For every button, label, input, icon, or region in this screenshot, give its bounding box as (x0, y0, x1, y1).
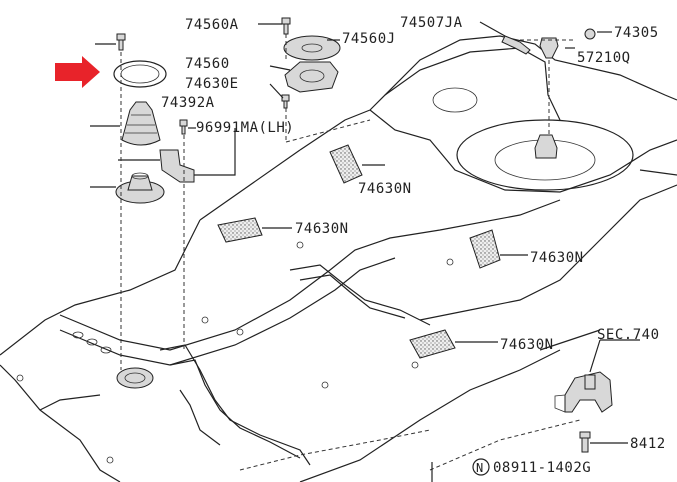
clip-icon (501, 35, 531, 55)
label-74560J: 74560J (342, 31, 396, 47)
grommet-icon (584, 28, 596, 40)
label-74560: 74560 (185, 56, 230, 72)
label-08911: 08911-1402G (493, 460, 591, 476)
seal-plate (283, 35, 341, 61)
label-74630E: 74630E (185, 76, 239, 92)
pad-upper-left (329, 144, 363, 184)
retainer-icon (539, 37, 559, 59)
label-74630N-4: 74630N (500, 337, 554, 353)
floor-panel-outline (0, 35, 677, 482)
label-74392A: 74392A (161, 95, 215, 111)
label-sec740: SEC.740 (597, 327, 660, 343)
label-74630N-2: 74630N (295, 221, 349, 237)
stud-icon (281, 94, 290, 109)
small-bolt-icon (179, 119, 188, 135)
part-labels: 74560A 74560J 74507JA 74305 57210Q 74560… (161, 15, 666, 476)
label-74507JA: 74507JA (400, 15, 463, 31)
label-74305: 74305 (614, 25, 659, 41)
upper-center-parts (258, 17, 371, 143)
label-57210Q: 57210Q (577, 50, 631, 66)
label-8412: 8412 (630, 436, 666, 452)
label-74630N-3: 74630N (530, 250, 584, 266)
upper-right-parts (479, 21, 612, 135)
highlight-arrow-icon (55, 56, 100, 88)
sec740-bracket (239, 339, 640, 482)
nut-symbol-icon (472, 458, 490, 476)
screw-icon (281, 17, 291, 35)
left-parts-group (90, 33, 195, 370)
boot-icon (121, 101, 161, 146)
bolt-icon (116, 33, 126, 51)
label-74560A: 74560A (185, 17, 239, 33)
pad-mid-left (217, 217, 263, 243)
label-96991MA: 96991MA(LH) (196, 120, 294, 136)
mount-bracket (284, 61, 339, 93)
mount-icon (115, 172, 165, 204)
floor-pads (217, 144, 501, 359)
label-nut-symbol: N (476, 461, 484, 475)
bracket-icon (159, 149, 195, 183)
gasket-ring (113, 60, 167, 88)
pad-lower (409, 329, 456, 359)
pad-right (469, 229, 501, 269)
label-74630N-1: 74630N (358, 181, 412, 197)
bolt-lower-icon (579, 431, 591, 453)
